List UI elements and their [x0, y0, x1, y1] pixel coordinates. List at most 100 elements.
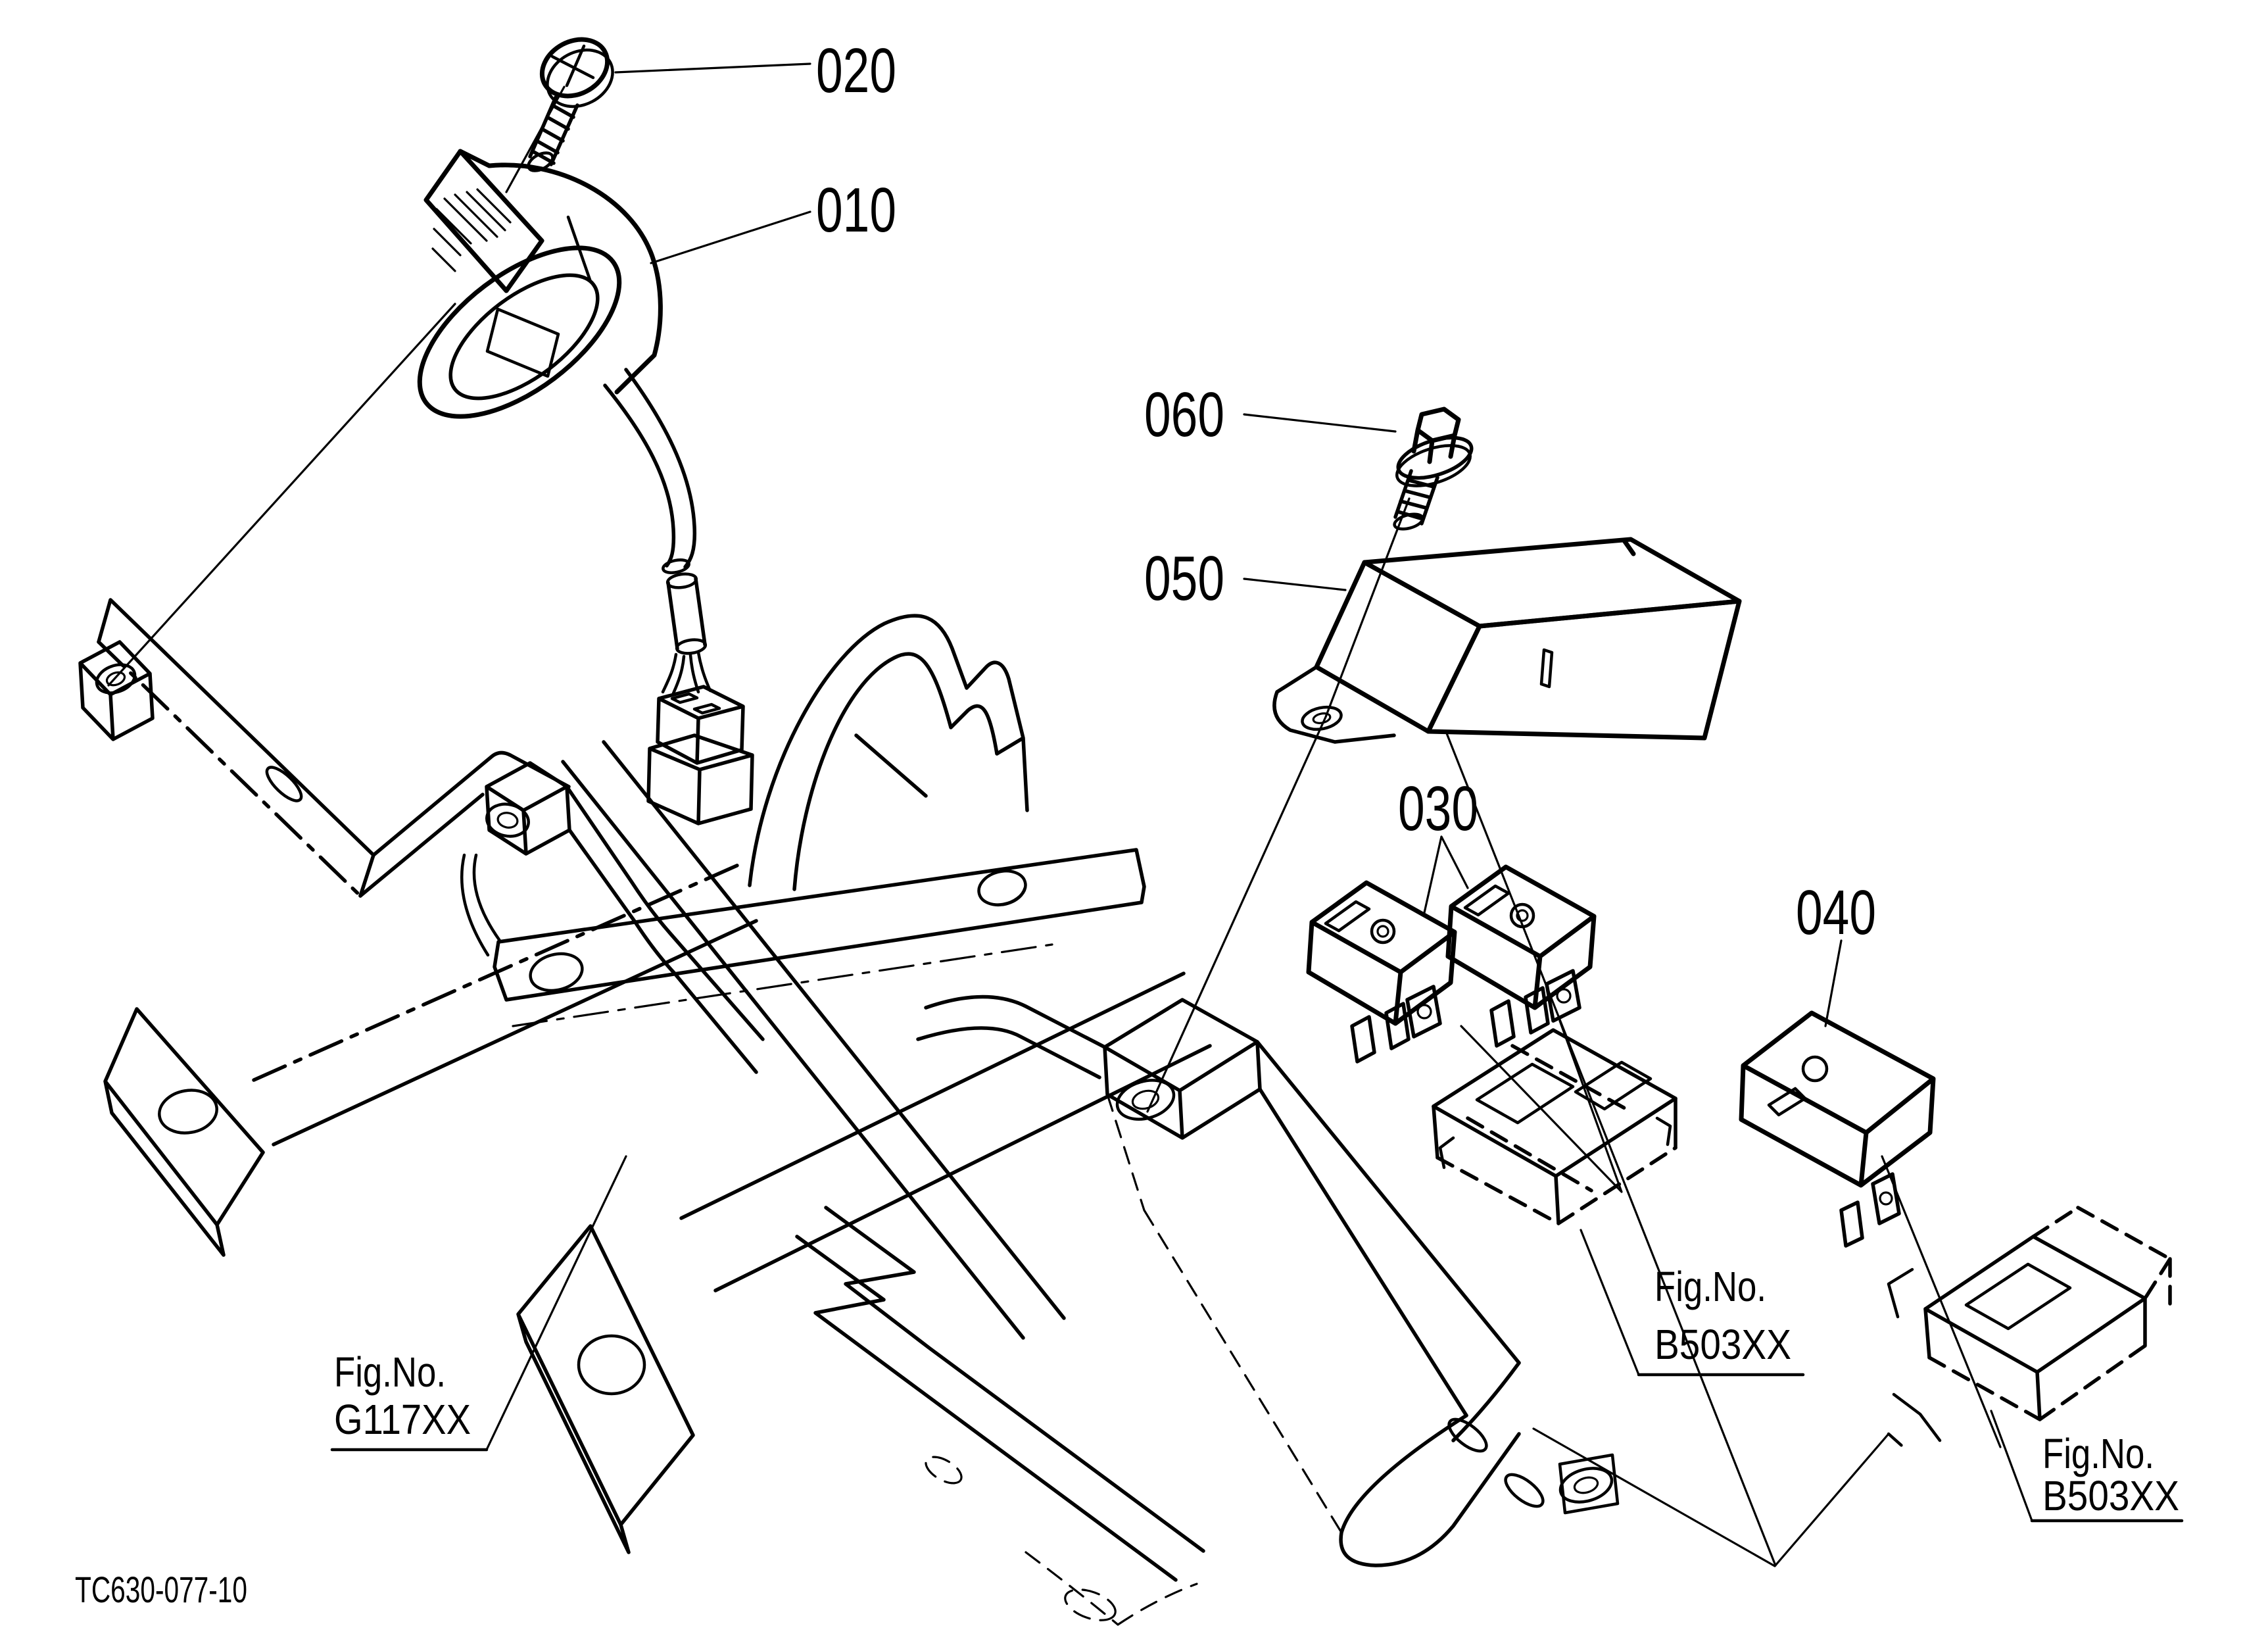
socket-dual-latches [1438, 1116, 1672, 1169]
lower-bracket [916, 995, 1620, 1567]
hook-strap [748, 614, 1029, 891]
cross-bar-hole-left-edge [530, 971, 583, 992]
part-label-030: 030 [1398, 774, 1478, 844]
bracket-assembly [78, 598, 1343, 1626]
horn-diaphragm-slot [485, 307, 560, 378]
relay-left-body [1306, 880, 1457, 1026]
assembly-line-box-to-bracket [1445, 732, 1777, 1567]
assembly-line-horn-to-nut [107, 303, 456, 687]
lower-bracket-hook [1339, 1361, 1521, 1567]
bolt-threads [1393, 469, 1439, 526]
horn-seam [566, 215, 592, 283]
arm-slot-2 [1504, 1473, 1545, 1508]
relay-040 [1739, 1010, 1936, 1248]
fig-ref-socket-dual-line2: B503XX [1654, 1321, 1791, 1368]
assembly-line-relays-to-socket [1460, 1020, 1623, 1193]
z-strap-lower [565, 785, 765, 1074]
socket-single-sides [1923, 1296, 2147, 1421]
relay-right-body [1445, 864, 1597, 1010]
socket-single-clips [1887, 1267, 1942, 1442]
diag-bar-hole [158, 1089, 218, 1135]
cable-break-end [662, 558, 690, 574]
connector-pin-holes [670, 692, 721, 715]
screw-head-side [546, 48, 614, 109]
nut-1-hole [95, 663, 137, 695]
nut-block-1 [78, 640, 155, 741]
connector-upper [656, 685, 745, 765]
part-label-050: 050 [1144, 543, 1224, 614]
assembly-line-socket-mount [1532, 1427, 1890, 1567]
relay-right-top-slot [1463, 884, 1510, 917]
box-left-face [1314, 560, 1482, 734]
nut-A-thread [1131, 1089, 1160, 1110]
horn-connector [646, 685, 754, 825]
arm-slot-1 [1447, 1417, 1488, 1453]
box-slit [1539, 648, 1554, 689]
relay-040-terminals [1839, 1172, 1901, 1248]
fig-ref-bracket-line2: G117XX [334, 1396, 471, 1443]
lower-bracket-flange [916, 995, 1107, 1079]
nut-block-2 [485, 761, 571, 856]
socket-single-rim [1923, 1235, 2147, 1374]
hidden-hole-1 [925, 1456, 963, 1485]
nut-plate-B [1558, 1453, 1620, 1515]
nut-1-thread [105, 671, 126, 687]
horn-cable [603, 368, 697, 569]
fig-ref-socket-single-line1: Fig.No. [2042, 1430, 2154, 1477]
screw-cross-slot [550, 44, 595, 87]
part-label-010: 010 [816, 175, 896, 245]
bolt-flange-washer-edge [1395, 444, 1472, 487]
relay-socket-single [1887, 1206, 2172, 1452]
nut-2-thread [496, 812, 519, 829]
relay-040-rivet [1801, 1055, 1829, 1083]
axis-bolt-060 [1146, 497, 1411, 1113]
socket-dual-sides [1432, 1096, 1677, 1225]
socket-single-hidden [1927, 1206, 2172, 1421]
leader-lines [107, 62, 2184, 1567]
cross-bar-chain-line [512, 943, 1053, 1027]
box-mount-tab [1272, 665, 1396, 744]
relay-right-terminals [1489, 969, 1581, 1048]
relay-socket-dual [1432, 1028, 1677, 1225]
horn-bracket-hatching [431, 188, 512, 272]
lower-bracket-arm [1255, 1040, 1521, 1417]
screw-020 [527, 37, 614, 172]
horn-rim [417, 245, 622, 419]
pad-plate-hole [577, 1334, 646, 1396]
cross-bar-hole-right-edge [978, 887, 1026, 906]
relay-right-tab-hole [1556, 988, 1572, 1004]
cable-wires [661, 651, 712, 695]
hidden-hole-2 [1064, 1588, 1117, 1621]
hidden-details [1025, 1093, 1343, 1626]
leader-060 [1243, 413, 1397, 433]
bolt-tip [1393, 512, 1424, 531]
box-top-face [1362, 537, 1742, 629]
cross-diagonal-bar [561, 740, 1066, 1340]
relay-left-top-slot [1324, 900, 1371, 933]
cross-bar-two-holes [493, 848, 1146, 1002]
socket-dual-opening-2 [1574, 1060, 1653, 1111]
cable-sleeve-bottom [675, 638, 708, 655]
bolt-hex-head [1411, 406, 1461, 464]
screw-head [539, 37, 610, 99]
drawing-number: TC630-077-10 [75, 1569, 247, 1610]
part-label-020: 020 [816, 36, 896, 106]
axis-screw-020 [505, 86, 566, 193]
bracket-bar-top-left [97, 598, 375, 898]
relay-030-left [1306, 880, 1457, 1064]
fig-ref-socket-single-line2: B503XX [2042, 1472, 2179, 1519]
bracket-bar-top-left-bottom-edge [97, 640, 362, 898]
socket-dual-rim [1432, 1028, 1677, 1178]
horn-body [458, 149, 663, 395]
relay-left-terminals [1350, 985, 1442, 1064]
nut-A-hole [1115, 1079, 1176, 1121]
socket-single-opening [1964, 1262, 2072, 1331]
diag-bar-bottom-edge [272, 919, 758, 1146]
diag-bar-end-plate [103, 1007, 265, 1257]
relay-left-rivet-inner [1376, 925, 1389, 938]
leader-fig-g117 [485, 1155, 627, 1451]
nut-2-hole [485, 802, 530, 838]
nut-B-hole [1558, 1467, 1614, 1504]
leader-040 [1824, 939, 1843, 1027]
